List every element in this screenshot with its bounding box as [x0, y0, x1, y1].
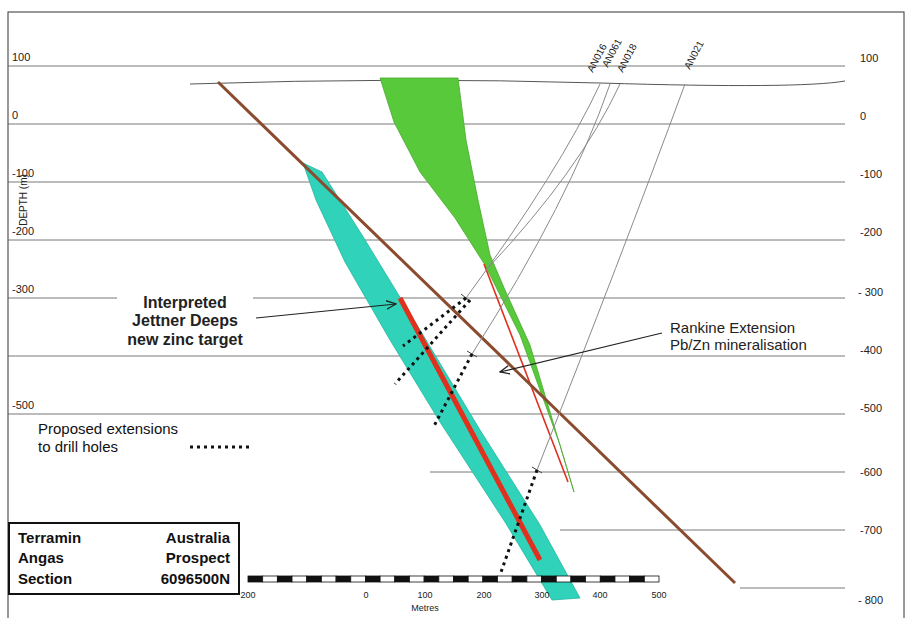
scale-segment [424, 576, 439, 582]
scale-segment [454, 576, 469, 582]
ground-surface [190, 80, 845, 85]
scale-number: 400 [592, 590, 607, 600]
dotted-line [190, 446, 250, 449]
depth-tick: 100 [860, 52, 878, 65]
legend-dotted-sample [188, 442, 252, 452]
scale-segment [292, 576, 307, 582]
hole-end-ticks [461, 294, 542, 473]
target-callout: Interpreted Jettner Deeps new zinc targe… [117, 294, 253, 349]
scale-segment [307, 576, 322, 582]
proposed-extensions [395, 298, 537, 575]
depth-tick: 0 [860, 110, 866, 123]
scale-segment [336, 576, 351, 582]
scale-segment [277, 576, 292, 582]
title-block: Terramin AustraliaAngas ProspectSection … [8, 522, 240, 595]
depth-tick: -200 [860, 226, 882, 239]
title-line: Angas Prospect [18, 548, 230, 568]
scale-segment [527, 576, 542, 582]
callout-arrow [256, 304, 396, 318]
scale-segment [365, 576, 380, 582]
rankine-mineralisation [484, 264, 568, 482]
depth-tick: - 800 [858, 594, 883, 607]
scale-bar [248, 576, 659, 582]
title-line: Section 6096500N [18, 569, 230, 589]
drill-holes [466, 84, 685, 470]
scale-number: 100 [417, 590, 432, 600]
callout-arrow [500, 333, 662, 372]
axis-title: DEPTH (m) [18, 174, 30, 226]
scale-segment [630, 576, 645, 582]
legend-text: Proposed extensions to drill holes [38, 420, 188, 456]
depth-tick: -500 [12, 399, 34, 412]
scale-segment [542, 576, 557, 582]
jettner-lode [303, 163, 580, 600]
scale-unit: Metres [411, 603, 439, 613]
scale-segment [586, 576, 601, 582]
depth-tick: -400 [860, 344, 882, 357]
scale-segment [468, 576, 483, 582]
depth-tick: 100 [12, 51, 30, 64]
depth-tick: -600 [860, 466, 882, 479]
mineralisation-callout: Rankine Extension Pb/Zn mineralisation [668, 319, 822, 354]
scale-number: 500 [651, 590, 666, 600]
scale-segment [351, 576, 366, 582]
scale-segment [263, 576, 278, 582]
frame [8, 12, 904, 618]
scale-segment [439, 576, 454, 582]
depth-tick: -100 [860, 168, 882, 181]
scale-segment [321, 576, 336, 582]
scale-segment [615, 576, 630, 582]
depth-tick: -300 [12, 283, 34, 296]
jettner-target-zone [400, 298, 540, 560]
scale-segment [556, 576, 571, 582]
scale-segment [571, 576, 586, 582]
fault [218, 82, 735, 583]
scale-segment [498, 576, 513, 582]
scale-number: 0 [363, 590, 368, 600]
depth-grid [8, 66, 845, 588]
scale-segment [512, 576, 527, 582]
depth-tick: -200 [12, 225, 34, 238]
scale-segment [409, 576, 424, 582]
scale-segment [380, 576, 395, 582]
scale-segment [483, 576, 498, 582]
depth-tick: - 300 [858, 286, 883, 299]
depth-tick: -700 [860, 524, 882, 537]
scale-segment [248, 576, 263, 582]
title-line: Terramin Australia [18, 528, 230, 548]
scale-number: 300 [534, 590, 549, 600]
legend-entry: Proposed extensions to drill holes [38, 420, 252, 456]
scale-number: 200 [476, 590, 491, 600]
depth-tick: -500 [860, 402, 882, 415]
scale-segment [600, 576, 615, 582]
scale-segment [644, 576, 659, 582]
scale-number: 200 [240, 590, 255, 600]
depth-tick: 0 [12, 109, 18, 122]
scale-segment [395, 576, 410, 582]
